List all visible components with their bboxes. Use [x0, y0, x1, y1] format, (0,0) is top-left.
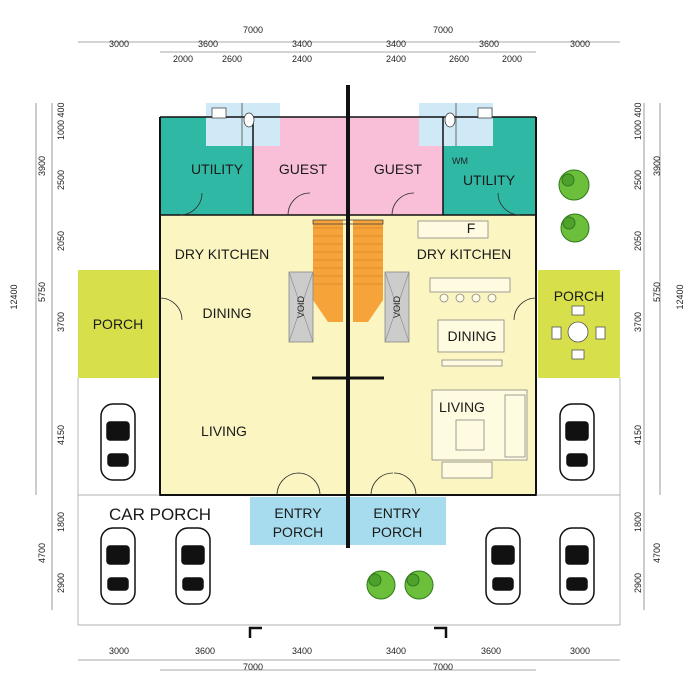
car-5	[559, 527, 595, 605]
dim-bot-5: 3600	[481, 646, 501, 656]
label-right-porch: PORCH	[554, 288, 605, 304]
label-car-porch: CAR PORCH	[109, 505, 211, 524]
right-void	[384, 271, 410, 343]
dim-top-4: 3400	[386, 39, 406, 49]
tree-icon	[366, 570, 396, 600]
dim-left-2900: 2900	[56, 573, 66, 593]
left-void	[288, 271, 314, 343]
car-2	[100, 527, 136, 605]
label-right-guest: GUEST	[374, 161, 423, 177]
dim-top-6: 3000	[570, 39, 590, 49]
right-furniture	[417, 220, 528, 479]
dim-right-1800: 1800	[633, 512, 643, 532]
dim-right-400: 400	[633, 102, 643, 117]
dim-top2-6: 2000	[502, 54, 522, 64]
doors	[159, 192, 537, 496]
dim-bot-1: 3000	[109, 646, 129, 656]
car-1	[100, 403, 136, 481]
label-left-entry-porch-2: PORCH	[273, 524, 324, 540]
left-side-porch	[78, 270, 160, 378]
dim-top-5: 3600	[479, 39, 499, 49]
label-left-entry-porch-1: ENTRY	[274, 505, 322, 521]
label-right-living: LIVING	[439, 399, 485, 415]
dim-right-5750: 5750	[652, 282, 662, 302]
property-line	[77, 378, 621, 626]
label-left-living: LIVING	[201, 423, 247, 439]
dim-right-2500: 2500	[633, 170, 643, 190]
tree-icon	[404, 570, 434, 600]
dim-bot2-2: 7000	[433, 662, 453, 672]
dim-left-2500: 2500	[56, 170, 66, 190]
label-left-guest: GUEST	[279, 161, 328, 177]
dim-left-1800: 1800	[56, 512, 66, 532]
dim-top-3: 3400	[292, 39, 312, 49]
gate-posts	[248, 626, 448, 638]
dim-left-400: 400	[56, 102, 66, 117]
trees	[366, 169, 590, 600]
dim-right-4700: 4700	[652, 543, 662, 563]
dim-left-4150: 4150	[56, 425, 66, 445]
label-right-dry-kitchen: DRY KITCHEN	[417, 246, 511, 262]
staircase	[312, 219, 384, 322]
dim-left-3700: 3700	[56, 312, 66, 332]
label-left-utility: UTILITY	[191, 161, 244, 177]
label-right-utility: UTILITY	[463, 172, 516, 188]
dim-top-1: 3000	[109, 39, 129, 49]
label-right-fridge: F	[467, 220, 476, 236]
dim-right-4150: 4150	[633, 425, 643, 445]
label-right-entry-porch-1: ENTRY	[373, 505, 421, 521]
porch-table	[551, 305, 606, 360]
left-entry-porch	[250, 497, 347, 545]
dim-top-overall-1: 7000	[243, 25, 263, 35]
label-left-void: VOID	[296, 296, 306, 319]
right-entry-porch	[349, 497, 446, 545]
car-3	[175, 527, 211, 605]
dimension-lines	[35, 41, 661, 671]
car-6	[559, 403, 595, 481]
dim-right-1000: 1000	[633, 120, 643, 140]
dim-left-12400: 12400	[9, 284, 19, 309]
tree-icon	[558, 169, 590, 201]
dim-left-3900: 3900	[37, 156, 47, 176]
dim-bot-6: 3000	[570, 646, 590, 656]
dim-right-2050: 2050	[633, 231, 643, 251]
dim-left-5750: 5750	[37, 282, 47, 302]
label-right-void: VOID	[392, 296, 402, 319]
dim-right-12400: 12400	[675, 284, 685, 309]
dim-top2-3: 2400	[292, 54, 312, 64]
dim-right-3900: 3900	[652, 156, 662, 176]
label-left-dry-kitchen: DRY KITCHEN	[175, 246, 269, 262]
dim-bot-2: 3600	[195, 646, 215, 656]
dim-top2-2: 2600	[222, 54, 242, 64]
dim-right-3700: 3700	[633, 312, 643, 332]
dim-top-2: 3600	[198, 39, 218, 49]
car-4	[485, 527, 521, 605]
label-left-porch: PORCH	[93, 316, 144, 332]
label-right-washer: WM	[452, 156, 468, 166]
dim-left-2050: 2050	[56, 231, 66, 251]
dim-right-2900: 2900	[633, 573, 643, 593]
label-left-dining: DINING	[203, 305, 252, 321]
dim-left-1000: 1000	[56, 120, 66, 140]
dim-top2-4: 2400	[386, 54, 406, 64]
right-bath-fixtures	[444, 103, 493, 146]
label-right-dining: DINING	[448, 328, 497, 344]
dim-top2-5: 2600	[449, 54, 469, 64]
dim-left-4700: 4700	[37, 543, 47, 563]
left-bath-fixtures	[211, 103, 255, 146]
cars	[100, 403, 595, 605]
dim-bot2-1: 7000	[243, 662, 263, 672]
dim-top-overall-2: 7000	[433, 25, 453, 35]
dim-top2-1: 2000	[173, 54, 193, 64]
dim-bot-4: 3400	[386, 646, 406, 656]
label-right-entry-porch-2: PORCH	[372, 524, 423, 540]
tree-icon	[560, 213, 590, 243]
dim-bot-3: 3400	[292, 646, 312, 656]
